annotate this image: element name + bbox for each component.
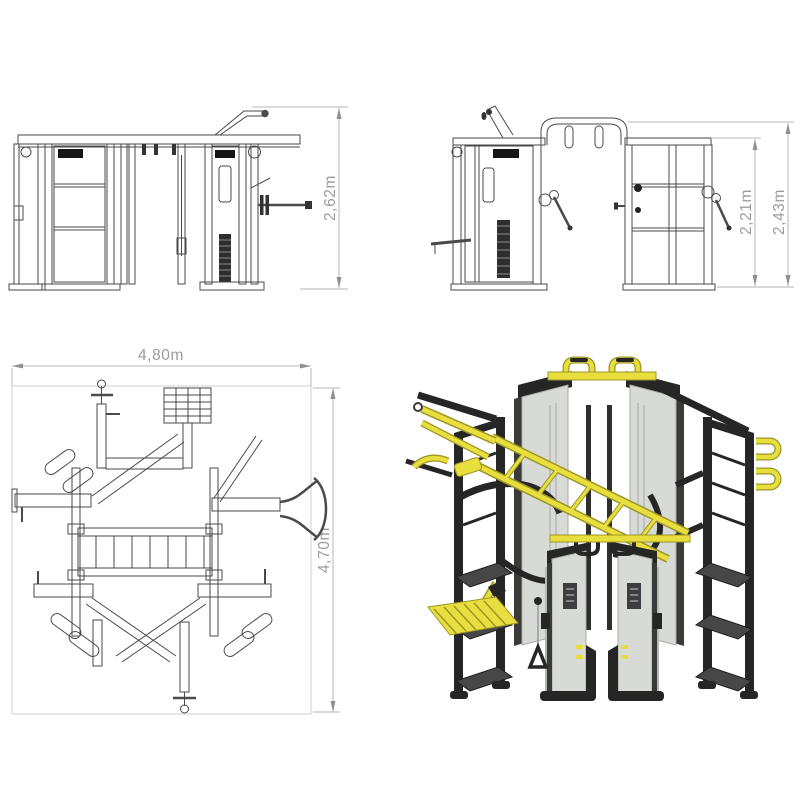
side-height-dimensions: 2,21m 2,43m — [628, 121, 794, 288]
front-height-dimension: 2,62m — [252, 106, 348, 290]
bottom-right-arm-top — [115, 569, 273, 663]
plan-depth-dimension: 4,70m — [313, 387, 340, 713]
frame-post — [71, 467, 81, 637]
dimension-arrow-right-icon — [300, 363, 311, 369]
low-row-bar — [430, 238, 472, 254]
brand-plate — [493, 149, 519, 158]
side-inner-height-label: 2,21m — [738, 189, 755, 235]
overhead-press-arm — [214, 109, 269, 136]
plan-view: 4,80m 4,70m — [8, 338, 353, 723]
right-arm-top — [211, 435, 328, 541]
weight-stack-front — [627, 583, 641, 609]
dimension-arrow-down-icon — [785, 275, 791, 286]
overhead-arch — [540, 117, 628, 149]
front-elevation-view: 2,62m — [8, 88, 368, 308]
pulley-icon — [248, 145, 261, 159]
side-outer-height-label: 2,43m — [771, 189, 788, 235]
upright-post-top — [91, 379, 120, 469]
lat-lever-arm — [405, 402, 497, 478]
side-elevation-view: 2,21m 2,43m — [425, 88, 795, 308]
weight-stack — [497, 220, 510, 278]
top-crossbeam — [17, 134, 301, 145]
dimension-arrow-down-icon — [752, 275, 758, 286]
isometric-render — [405, 356, 782, 701]
adjustable-cable-arm — [701, 185, 732, 231]
right-tower-side — [614, 137, 716, 291]
hanging-handle — [564, 125, 574, 149]
brand-plate — [215, 150, 235, 158]
weight-stack-front — [563, 583, 577, 609]
side-elevation-drawing: 2,21m 2,43m — [430, 105, 794, 291]
dimension-arrow-up-icon — [336, 108, 342, 119]
right-weight-tower — [199, 143, 265, 291]
rack-shelf — [694, 614, 754, 640]
multigrip-handles — [756, 437, 782, 491]
bottom-tee-post — [173, 621, 196, 714]
plan-view-drawing: 4,80m 4,70m — [11, 347, 340, 715]
plan-width-dimension: 4,80m — [11, 347, 312, 386]
rack-shelf — [694, 666, 754, 692]
left-arm-top — [11, 488, 92, 522]
front-cable-towers — [540, 542, 664, 701]
front-elevation-drawing: 2,62m — [8, 106, 348, 291]
brand-plate — [58, 149, 83, 158]
dimension-arrow-left-icon — [12, 363, 23, 369]
left-weight-tower — [41, 143, 121, 291]
rack-shelf — [454, 666, 514, 692]
rack-shelf — [694, 562, 754, 588]
pulley-icon — [20, 146, 32, 158]
frame-post — [209, 467, 219, 637]
bridge-beam — [105, 457, 184, 470]
plan-machine-outline — [11, 379, 328, 714]
rack-shelf — [454, 562, 514, 588]
foot-platform-top — [163, 387, 212, 469]
dimension-arrow-down-icon — [336, 277, 342, 288]
left-tower-side — [450, 137, 548, 291]
dimension-arrow-up-icon — [752, 139, 758, 150]
folded-press-arm — [481, 105, 514, 139]
right-storage-rack — [694, 417, 782, 699]
dimension-arrow-up-icon — [785, 123, 791, 134]
center-gantry — [120, 143, 187, 285]
plan-width-label: 4,80m — [138, 347, 184, 364]
adjustable-cable-arm — [538, 190, 573, 231]
left-cable-column — [8, 143, 46, 291]
foot-platform — [427, 580, 519, 636]
footprint-border — [11, 385, 312, 715]
triangle-handle — [527, 597, 549, 669]
right-press-column — [248, 143, 312, 285]
isometric-render-view — [400, 345, 790, 755]
bottom-left-arm-top — [33, 571, 177, 663]
hook-icon — [413, 402, 423, 412]
upper-left-bench — [44, 433, 185, 505]
front-machine-outline — [8, 109, 312, 291]
monkey-bar-ladder-top — [77, 527, 213, 577]
dimension-arrow-up-icon — [330, 388, 336, 399]
front-height-label: 2,62m — [322, 175, 339, 221]
upright-post-bottom — [92, 619, 103, 667]
top-pullup-bar — [547, 356, 657, 381]
side-machine-outline — [430, 105, 732, 291]
pulley-icon — [451, 146, 463, 158]
dimension-arrow-down-icon — [330, 701, 336, 712]
hanging-handle — [594, 125, 604, 149]
plan-depth-label: 4,70m — [316, 527, 333, 573]
front-pullup-bar — [549, 534, 691, 556]
